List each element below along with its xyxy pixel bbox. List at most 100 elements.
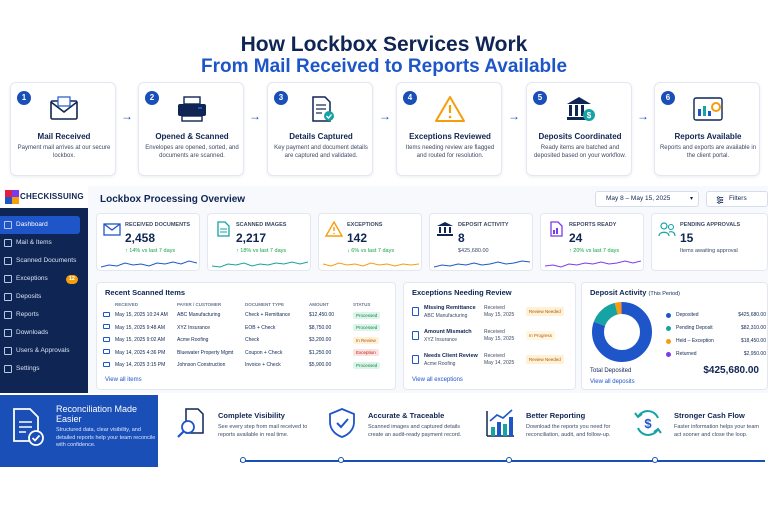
sidebar: CHECKISSUING Dashboard Mail & Items Scan… [0,186,88,393]
panel-title: Exceptions Needing Review [412,288,512,297]
sidebar-item-downloads[interactable]: Downloads [0,324,88,342]
kpi-value: 2,217 [236,231,267,245]
sidebar-item-settings[interactable]: Settings [0,360,88,378]
sidebar-item-scanned-documents[interactable]: Scanned Documents [0,252,88,270]
status-badge: In Progress [526,331,556,340]
feature-description: See every step from mail received to rep… [218,424,308,438]
kpi-pending-approvals[interactable]: PENDING APPROVALS 15 Items awaiting appr… [651,213,768,271]
doc-type-cell: EOB + Check [245,324,276,331]
step-details-captured: 3 Details Captured Key payment and docum… [267,82,373,176]
recent-scanned-table: RECEIVED PAYER / CUSTOMER DOCUMENT TYPE … [103,300,389,372]
bank-icon [437,222,453,236]
sparkline [323,262,419,267]
exception-item[interactable]: Needs Client Review Acme Roofing Receive… [412,352,572,373]
exception-title: Amount Mismatch [424,329,472,335]
step-description: Key payment and document details are cap… [274,145,368,159]
table-row[interactable]: May 15, 2025 9:02 AM Acme Roofing Check … [103,334,389,347]
column-header: STATUS [353,302,371,307]
table-row[interactable]: May 14, 2025 3:15 PM Johnson Constructio… [103,359,389,372]
donut-slice-held-exception[interactable] [592,302,652,362]
feature-stronger-cash-flow: $ Stronger Cash Flow Faster information … [632,403,766,463]
brand-logo[interactable]: CHECKISSUING [0,186,88,208]
kpi-deposit-activity[interactable]: DEPOSIT ACTIVITY 8 $425,680.00 [429,213,533,271]
sidebar-item-label: Scanned Documents [16,257,77,264]
kpi-scanned-images[interactable]: SCANNED IMAGES 2,217 ↑ 18% vs last 7 day… [207,213,311,271]
benefits-timeline [240,457,765,463]
document-icon [412,307,419,316]
kpi-exceptions[interactable]: EXCEPTIONS 142 ↓ 6% vs last 7 days [318,213,422,271]
kpi-amount: $425,680.00 [458,248,489,254]
sidebar-item-label: Settings [16,365,40,372]
sparkline [434,260,530,268]
timeline-dot [338,457,344,463]
table-row[interactable]: May 15, 2025 10:24 AM ABC Manufacturing … [103,309,389,322]
legend-swatch [666,352,671,357]
check-image-icon [103,324,110,330]
exception-title: Missing Remittance [424,305,476,311]
exception-item[interactable]: Missing Remittance ABC Manufacturing Rec… [412,304,572,325]
step-description: Items needing review are flagged and rou… [405,145,495,159]
feature-description: Download the reports you need for reconc… [526,424,611,438]
users-icon [4,347,12,355]
sidebar-item-label: Downloads [16,329,49,336]
check-image-icon [103,361,110,367]
logo-icon [5,190,19,204]
legend-value: $82,310.00 [740,325,766,331]
date-range-picker[interactable]: May 8 – May 15, 2025▾ [595,191,699,207]
view-all-deposits-link[interactable]: View all deposits [590,379,635,385]
step-number: 4 [403,91,417,105]
kpi-label: REPORTS READY [569,222,617,228]
sidebar-item-users-approvals[interactable]: Users & Approvals [0,342,88,360]
legend-label: Returned [676,351,697,357]
sidebar-item-reports[interactable]: Reports [0,306,88,324]
kpi-reports-ready[interactable]: REPORTS READY 24 ↑ 20% vs last 7 days [540,213,644,271]
payer-cell: XYZ Insurance [177,324,211,331]
received-date: May 14, 2025 [484,360,515,366]
sidebar-item-deposits[interactable]: Deposits [0,288,88,306]
exception-payer: XYZ Insurance [424,337,458,343]
chevron-down-icon: ▾ [689,196,693,202]
sidebar-item-mail-items[interactable]: Mail & Items [0,234,88,252]
exception-payer: ABC Manufacturing [424,313,468,319]
kpi-value: 8 [458,231,465,245]
report-chart-icon [693,97,723,121]
check-image-icon [103,336,110,342]
exceptions-count-badge: 12 [65,275,78,284]
document-icon [217,221,230,237]
payer-cell: Johnson Construction [177,362,226,369]
main-content: Lockbox Processing Overview May 8 – May … [92,186,768,393]
kpi-received-documents[interactable]: RECEIVED DOCUMENTS 2,458 ↑ 14% vs last 7… [96,213,200,271]
table-row[interactable]: May 15, 2025 9:48 AM XYZ Insurance EOB +… [103,322,389,335]
bar-chart-icon [486,409,514,437]
mail-icon [4,239,12,247]
deposit-icon [4,293,12,301]
reconciliation-description: Structured data, clear visibility, and d… [56,427,156,448]
sidebar-nav: Dashboard Mail & Items Scanned Documents… [0,216,88,378]
filters-label: Filters [729,195,747,202]
deposit-donut-chart [592,302,652,362]
received-label: Received [484,305,505,311]
view-all-items-link[interactable]: View all items [105,377,142,383]
shield-check-icon [329,408,355,438]
column-header: PAYER / CUSTOMER [177,302,222,307]
legend-item: Held – Exception$18,450.00 [666,337,766,347]
gear-icon [4,365,12,373]
dashboard-app: CHECKISSUING Dashboard Mail & Items Scan… [0,186,768,393]
view-all-exceptions-link[interactable]: View all exceptions [412,377,463,383]
filters-button[interactable]: Filters [706,191,768,207]
sidebar-item-dashboard[interactable]: Dashboard [0,216,80,234]
table-row[interactable]: May 14, 2025 4:36 PM Bluewater Property … [103,347,389,360]
bank-dollar-icon: $ [567,97,595,121]
status-badge: Review Needed [526,355,564,364]
arrow-icon: → [508,109,520,123]
kpi-value: 15 [680,231,694,245]
exception-payer: Acme Roofing [424,361,456,367]
legend-value: $18,450.00 [740,338,766,344]
panel-title: Deposit Activity [590,288,647,297]
step-title: Mail Received [37,132,91,141]
cycle-dollar-icon: $ [634,410,662,436]
icon-column-header [103,300,115,309]
